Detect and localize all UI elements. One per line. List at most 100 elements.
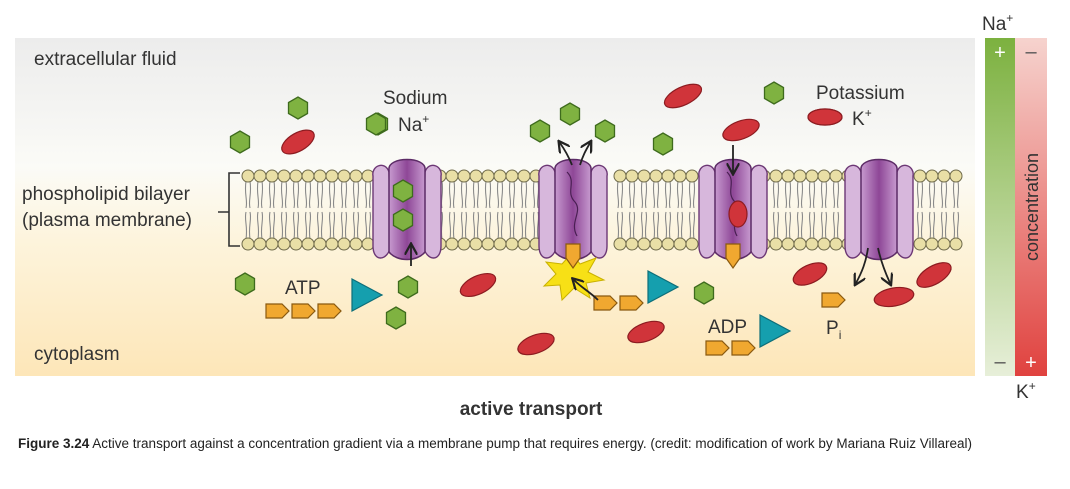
potassium-ion [663,83,703,109]
lipid-tail-lower [652,211,660,240]
phosphate-head-upper [949,169,963,183]
potassium-legend-icon [807,108,843,126]
lipid-tail-lower [520,211,528,240]
na-high-sign: + [994,42,1006,64]
lipid-tail-upper [796,180,804,209]
lipid-tail-upper [448,180,456,209]
lipid-tail-lower [832,211,840,240]
lipid-tail-lower [256,211,264,240]
phosphate-head-upper [517,169,531,183]
potassium-ion [728,200,748,228]
phosphate-head-upper [649,169,663,183]
lipid-tail-upper [328,180,336,209]
lipid-tail-upper [928,180,936,209]
lipid-tail-upper [340,180,348,209]
lipid-tail-upper [640,180,648,209]
k-low-sign: – [1025,41,1037,63]
sodium-potassium-pump-2 [538,158,608,261]
phosphate-head-lower [289,237,303,251]
atp-hydrolysis-arrow [574,280,599,301]
potassium-ion [459,272,497,298]
lipid-tail-lower [268,211,276,240]
lipid-tail-lower [364,211,372,240]
lipid-tail-upper [652,180,660,209]
phosphate-head-lower [337,237,351,251]
lipid-tail-upper [676,180,684,209]
bound-phosphate [725,243,741,270]
lipid-tail-lower [820,211,828,240]
atp-adenosine [647,270,680,304]
na-release-arrow-right [579,143,590,166]
k-high-sign: + [1025,352,1037,374]
lipid-tail-upper [280,180,288,209]
sodium-symbol-label: Na+ [398,112,429,136]
sodium-legend-icon [365,112,387,136]
potassium-ion [792,262,828,286]
phosphate-head-lower [445,237,459,251]
figure-caption: Figure 3.24 Active transport against a c… [18,434,1028,454]
lipid-tail-upper [292,180,300,209]
phosphate-head-lower [301,237,315,251]
concentration-gradient-bar: Na+ + – – + concentration K+ [982,11,1047,403]
lipid-tail-lower [328,211,336,240]
lipid-tail-upper [364,180,372,209]
bilayer-bracket [218,172,240,247]
lipid-tail-upper [820,180,828,209]
k-gradient-bottom-label: K+ [1016,379,1036,403]
phosphate-head-lower [817,237,831,251]
sodium-ion [234,272,256,296]
phosphate-head-upper [325,169,339,183]
lipid-tail-lower [808,211,816,240]
lipid-tail-lower [952,211,960,240]
lipid-tail-lower [688,211,696,240]
phosphate-head-lower [937,237,951,251]
potassium-ion [722,118,760,142]
phosphate-head-lower [625,237,639,251]
bound-phosphate [565,243,581,270]
phosphate-head-lower [925,237,939,251]
lipid-tail-upper [772,180,780,209]
phosphate-head-lower [673,237,687,251]
phosphate-head-lower [481,237,495,251]
phosphate-head-lower [313,237,327,251]
lipid-tail-lower [940,211,948,240]
potassium-ion [916,262,952,288]
phosphate-head-upper [685,169,699,183]
phosphate-head-lower [277,237,291,251]
lipid-tail-upper [496,180,504,209]
phosphate-head-upper [913,169,927,183]
extracellular-fluid-label: extracellular fluid [34,49,177,70]
lipid-tail-upper [616,180,624,209]
lipid-tail-lower [448,211,456,240]
sodium-ion [229,130,251,154]
phosphate-head-upper [637,169,651,183]
na-gradient-bar [985,38,1015,376]
sodium-ion [385,306,407,330]
lipid-tail-lower [628,211,636,240]
potassium-ion [281,129,315,155]
phosphate-head-upper [781,169,795,183]
lipid-tail-upper [268,180,276,209]
bilayer-label-line1: phospholipid bilayer [22,184,191,205]
lipid-tail-lower [472,211,480,240]
phosphate-head-upper [613,169,627,183]
lipid-tail-upper [472,180,480,209]
phosphate-head-lower [949,237,963,251]
phosphate-head-upper [493,169,507,183]
sodium-ion [397,275,419,299]
phosphate-head-lower [829,237,843,251]
lipid-tail-lower [340,211,348,240]
lipid-tail-lower [616,211,624,240]
potassium-symbol-label: K+ [852,106,872,130]
phosphate-head-lower [685,237,699,251]
lipid-tail-lower [292,211,300,240]
phosphate-group [705,340,730,356]
phosphate-head-upper [793,169,807,183]
phosphate-head-upper [625,169,639,183]
phosphate-head-upper [829,169,843,183]
lipid-tail-upper [304,180,312,209]
na-low-sign: – [994,351,1006,373]
lipid-tail-upper [352,180,360,209]
phosphate-head-upper [457,169,471,183]
k-release-arrow-right [877,247,890,283]
